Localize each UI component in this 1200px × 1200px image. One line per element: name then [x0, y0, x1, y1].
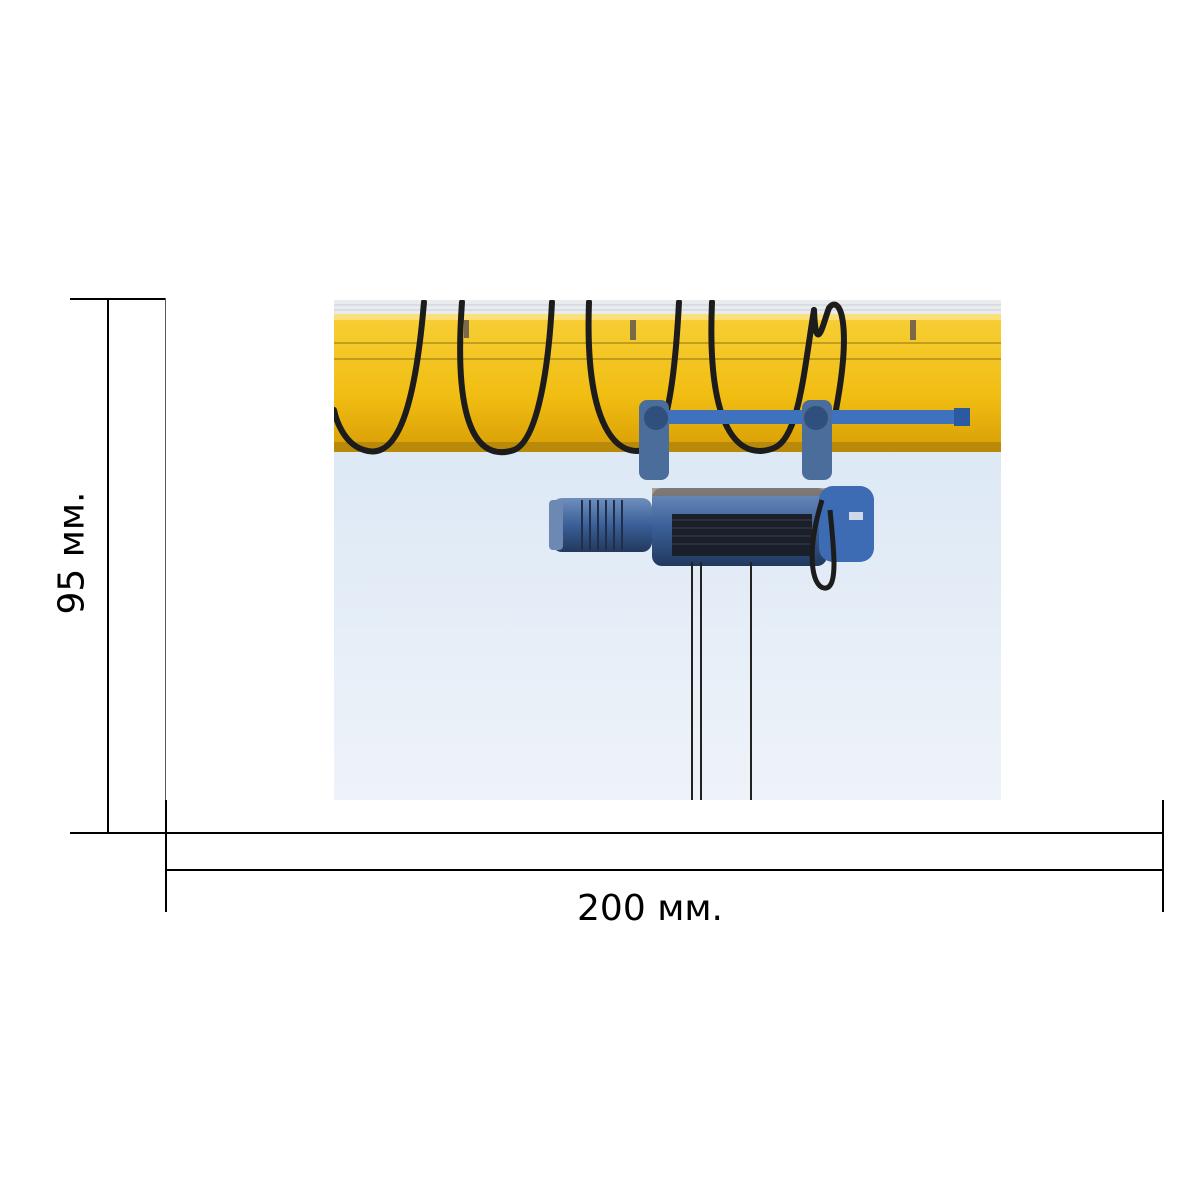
- width-dim-line-top: [165, 832, 1164, 834]
- height-dim-line-left: [107, 298, 109, 834]
- festoon-cable-4: [708, 300, 817, 454]
- festoon-cable-2: [457, 300, 555, 456]
- width-dim-line-bottom: [165, 869, 1164, 871]
- walkway-grating: [334, 300, 1001, 314]
- gearbox: [819, 486, 874, 562]
- width-label: 200 мм.: [577, 888, 723, 929]
- hoist-motor: [552, 498, 652, 552]
- height-dim-line-right: [165, 298, 166, 834]
- festoon-cable-1: [334, 300, 427, 455]
- height-dim-top-tick: [70, 298, 166, 300]
- height-label: 95 мм.: [51, 491, 93, 615]
- width-dim-left-tick: [165, 800, 167, 912]
- festoon-cable-5: [811, 301, 847, 423]
- crane-hoist-photo: [334, 300, 1001, 800]
- trolley-frame: [639, 400, 832, 480]
- width-dim-right-tick: [1162, 800, 1164, 912]
- height-dim-bottom-tick: [70, 832, 166, 834]
